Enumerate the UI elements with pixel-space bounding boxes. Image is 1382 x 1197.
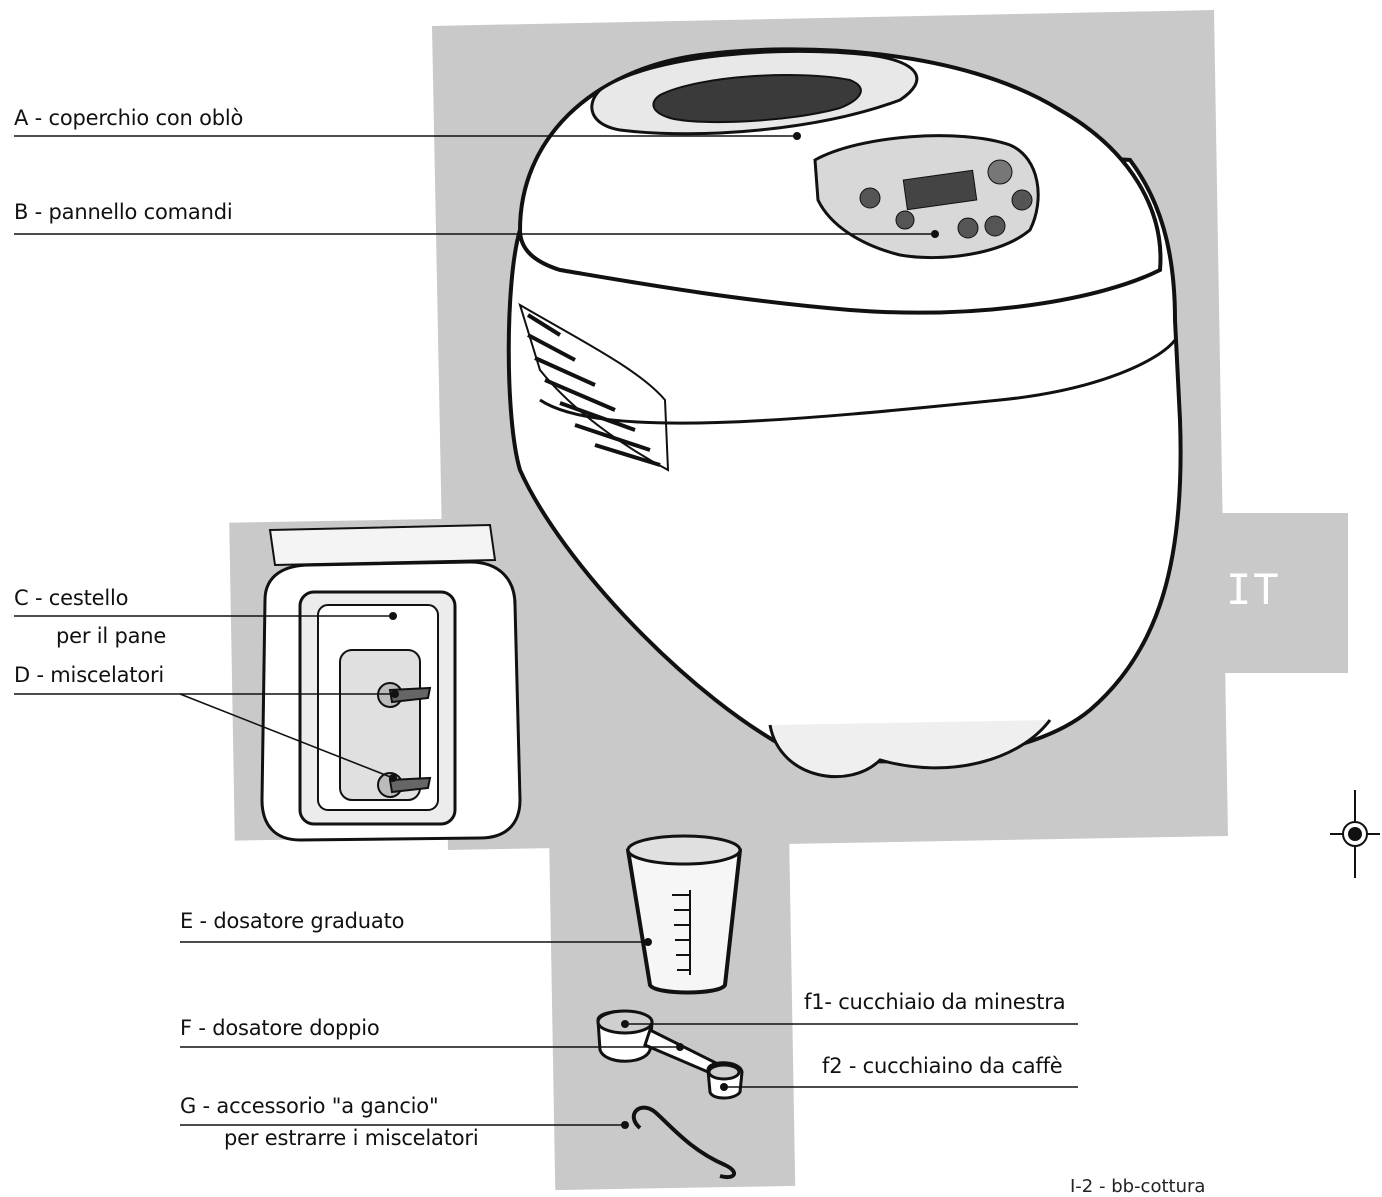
panel-button bbox=[1011, 189, 1033, 211]
bread-maker-illustration bbox=[506, 47, 1183, 779]
panel-button bbox=[987, 159, 1013, 185]
basket-illustration bbox=[260, 523, 522, 842]
panel-button bbox=[895, 210, 915, 230]
label-E: E - dosatore graduato bbox=[180, 909, 405, 933]
panel-button bbox=[984, 215, 1006, 237]
label-G-line1: G - accessorio "a gancio" bbox=[180, 1094, 439, 1118]
panel-button bbox=[957, 217, 979, 239]
label-F: F - dosatore doppio bbox=[180, 1016, 380, 1040]
kneading-paddle bbox=[377, 682, 432, 708]
base-foot bbox=[768, 719, 1052, 779]
label-f1: f1- cucchiaio da minestra bbox=[804, 990, 1066, 1014]
side-vents bbox=[518, 302, 670, 472]
hook-tool bbox=[631, 1105, 736, 1179]
language-tab: IT bbox=[1212, 513, 1348, 673]
lcd-display bbox=[902, 169, 978, 211]
leader-lines bbox=[14, 135, 1078, 1126]
leader-dots bbox=[389, 132, 939, 1129]
registration-mark-icon bbox=[1330, 790, 1380, 878]
label-D: D - miscelatori bbox=[14, 663, 165, 687]
measuring-cup-graduations bbox=[672, 890, 691, 975]
panel-button bbox=[859, 187, 881, 209]
leader-line-D2 bbox=[179, 693, 394, 779]
label-A: A - coperchio con oblò bbox=[14, 106, 244, 130]
label-C-line1: C - cestello bbox=[14, 586, 129, 610]
lid-window-glass bbox=[652, 74, 862, 124]
label-B: B - pannello comandi bbox=[14, 200, 233, 224]
language-tab-label: IT bbox=[1226, 565, 1281, 614]
label-C-line2: per il pane bbox=[56, 624, 167, 648]
label-G-line2: per estrarre i miscelatori bbox=[224, 1126, 479, 1150]
footer-text: I-2 - bb-cottura bbox=[1070, 1176, 1206, 1197]
label-f2: f2 - cucchiaino da caffè bbox=[822, 1054, 1063, 1078]
